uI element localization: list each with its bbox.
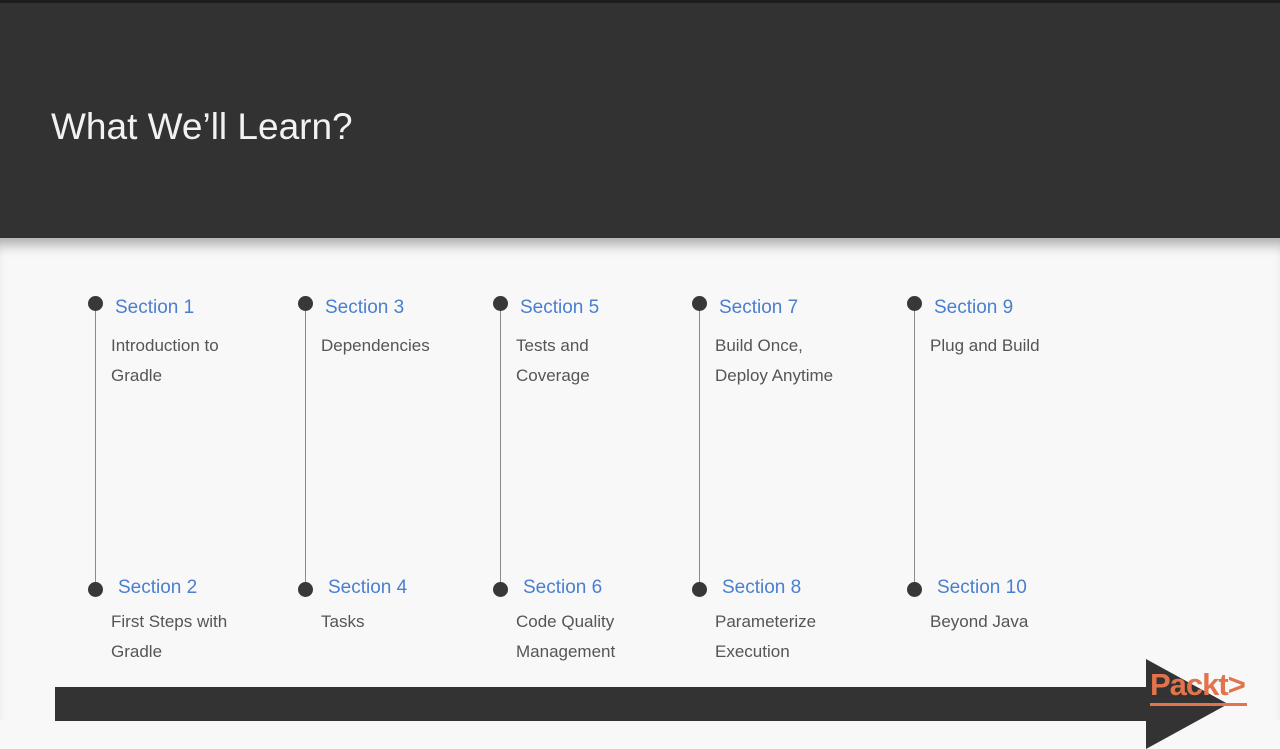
section-title: Section 1 bbox=[115, 297, 195, 318]
section-title: Section 8 bbox=[722, 577, 802, 598]
packt-logo: Packt> bbox=[1150, 668, 1247, 706]
timeline-connector-line bbox=[913, 304, 915, 589]
timeline-dot bbox=[493, 296, 508, 311]
timeline-dot bbox=[907, 296, 922, 311]
section-desc: Beyond Java bbox=[930, 612, 1029, 631]
timeline-connector-line bbox=[94, 304, 96, 589]
timeline-connector-line bbox=[304, 304, 306, 589]
slide-header: What We’ll Learn? bbox=[0, 0, 1280, 238]
section-title: Section 2 bbox=[118, 577, 198, 598]
timeline-dot bbox=[907, 582, 922, 597]
timeline-arrow-shaft bbox=[55, 687, 1148, 721]
section-desc: Dependencies bbox=[321, 336, 430, 355]
timeline-dot bbox=[493, 582, 508, 597]
section-title: Section 5 bbox=[520, 297, 600, 318]
timeline-connector-line bbox=[499, 304, 501, 589]
section-desc: Build Once, Deploy Anytime bbox=[715, 336, 834, 385]
section-title: Section 9 bbox=[934, 297, 1014, 318]
section-title: Section 6 bbox=[523, 577, 603, 598]
timeline-connector-line bbox=[698, 304, 700, 589]
section-desc: Code Quality Management bbox=[516, 612, 616, 661]
section-title: Section 3 bbox=[325, 297, 405, 318]
section-desc: Tests and Coverage bbox=[516, 336, 590, 385]
section-desc: Plug and Build bbox=[930, 336, 1040, 355]
section-desc: First Steps with Gradle bbox=[111, 612, 228, 661]
section-desc: Tasks bbox=[321, 612, 365, 631]
section-title: Section 10 bbox=[937, 577, 1027, 598]
section-title: Section 4 bbox=[328, 577, 408, 598]
timeline-dot bbox=[298, 582, 313, 597]
timeline-dot bbox=[692, 582, 707, 597]
section-desc: Parameterize Execution bbox=[715, 612, 817, 661]
timeline-dot bbox=[298, 296, 313, 311]
timeline-dot bbox=[88, 296, 103, 311]
timeline-dot bbox=[692, 296, 707, 311]
slide-title: What We’ll Learn? bbox=[51, 106, 353, 147]
section-desc: Introduction to Gradle bbox=[111, 336, 219, 385]
video-top-edge bbox=[0, 0, 1280, 3]
section-title: Section 7 bbox=[719, 297, 799, 318]
timeline-dot bbox=[88, 582, 103, 597]
